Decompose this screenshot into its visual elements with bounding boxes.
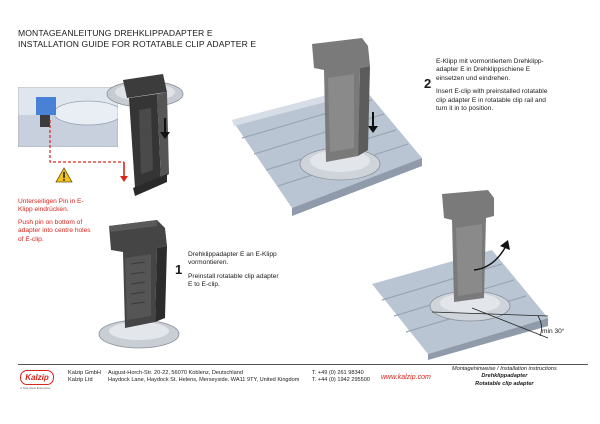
detail-inset-illustration [18, 87, 118, 147]
phone-uk: T. +44 (0) 1942 295500 [312, 377, 371, 384]
phone-de: T. +49 (0) 261 98340 [312, 370, 364, 376]
step2-de-line2: adapter E in Drehklippschiene E [436, 66, 531, 74]
angle-label: min 30° [542, 328, 565, 335]
arrow-down-icon-step2 [368, 112, 378, 133]
address-de: August-Horch-Str. 20-22, 56070 Koblenz, … [108, 370, 243, 376]
step1-clip-illustration [98, 220, 180, 349]
title-english: INSTALLATION GUIDE FOR ROTATABLE CLIP AD… [18, 39, 257, 49]
doc-title-de: Drehklippadapter [481, 373, 528, 380]
footer-divider [18, 364, 588, 365]
rotation-rail-illustration [372, 190, 549, 360]
step1-en-line1: Preinstall rotatable clip adapter [188, 272, 279, 280]
logo-subtitle: A Tata Steel Enterprise [20, 386, 51, 390]
warning-de-line2: Klipp eindrücken. [18, 206, 69, 214]
doc-title-en: Rotatable clip adapter [475, 380, 534, 387]
step1-text: Drehklippadapter E an E-Klipp vormontier… [188, 251, 279, 290]
step2-en-line2: clip adapter E in rotatable clip rail an… [436, 96, 546, 104]
step2-rail-illustration [232, 38, 422, 216]
title-german: MONTAGEANLEITUNG DREHKLIPPADAPTER E [18, 28, 213, 38]
document-title: MONTAGEANLEITUNG DREHKLIPPADAPTER E INST… [18, 28, 256, 50]
step1-de-line1: Drehklippadapter E an E-Klipp [188, 251, 277, 258]
warning-en-line1: Push pin on bottom of [18, 218, 83, 226]
footer-companies: Kalzip GmbH Kalzip Ltd [68, 370, 101, 385]
footer-addresses: August-Horch-Str. 20-22, 56070 Koblenz, … [108, 370, 299, 385]
address-uk: Haydock Lane, Haydock St. Helens, Mersey… [108, 377, 300, 384]
warning-icon [55, 167, 73, 183]
kalzip-logo: Kalzip [20, 370, 54, 385]
warning-text: Unterseitigen Pin in E- Klipp eindrücken… [18, 198, 91, 244]
footer-doc-info: Montagehinweise / Installation instructi… [452, 366, 557, 388]
step2-text: E-Klipp mit vormontiertem Drehklipp- ada… [436, 58, 547, 113]
step2-de-line3: einsetzen und eindrehen. [436, 74, 511, 82]
step2-de-line1: E-Klipp mit vormontiertem Drehklipp- [436, 58, 544, 65]
company-uk: Kalzip Ltd [68, 377, 93, 384]
company-de: Kalzip GmbH [68, 370, 101, 376]
warning-en-line2: adapter into centre holes [18, 227, 91, 235]
clip-assembly-illustration-top [106, 74, 184, 196]
step1-de-line2: vormontieren. [188, 259, 229, 267]
step1-en-line2: E to E-clip. [188, 281, 220, 289]
detail-callout-lines [49, 120, 128, 182]
rotate-arrow-icon [473, 240, 510, 271]
warning-en-line3: of E-clip. [18, 235, 44, 243]
footer-phones: T. +49 (0) 261 98340 T. +44 (0) 1942 295… [312, 370, 370, 385]
step1-number: 1 [175, 262, 183, 277]
arrow-down-icon [160, 118, 170, 139]
step2-en-line3: turn it in to position. [436, 105, 494, 113]
doc-type: Montagehinweise / Installation instructi… [452, 366, 557, 372]
warning-de-line1: Unterseitigen Pin in E- [18, 198, 84, 205]
step2-en-line1: Insert E-clip with preinstalled rotatabl… [436, 88, 548, 96]
step2-number: 2 [424, 76, 432, 91]
website-link[interactable]: www.kalzip.com [381, 374, 431, 381]
